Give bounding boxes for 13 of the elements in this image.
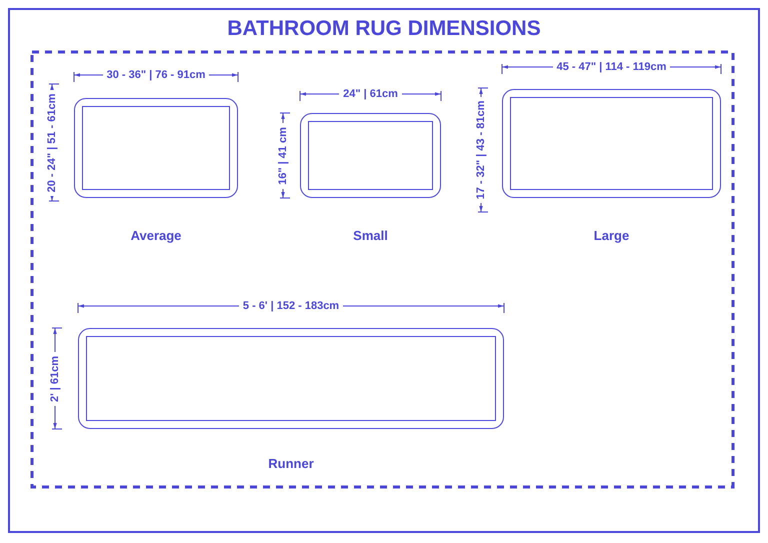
dimension-label: 30 - 36" | 76 - 91cm — [102, 68, 210, 82]
dimension-label: 2' | 61cm — [48, 351, 62, 406]
dimension-label: 45 - 47" | 114 - 119cm — [552, 60, 670, 74]
rug-name: Average — [130, 228, 182, 244]
rug-name: Runner — [268, 456, 314, 472]
dimension-label: 5 - 6' | 152 - 183cm — [238, 299, 344, 313]
dimension-label: 24" | 61cm — [339, 87, 402, 101]
rug-name: Small — [353, 228, 388, 244]
rug-name: Large — [594, 228, 630, 244]
dimension-label: 20 - 24" | 51 - 61cm — [45, 89, 59, 196]
diagram-title: BATHROOM RUG DIMENSIONS — [227, 16, 541, 42]
dimension-label: 16" | 41 cm — [276, 122, 290, 188]
dimension-label: 17 - 32" | 43 - 81cm — [474, 96, 488, 204]
